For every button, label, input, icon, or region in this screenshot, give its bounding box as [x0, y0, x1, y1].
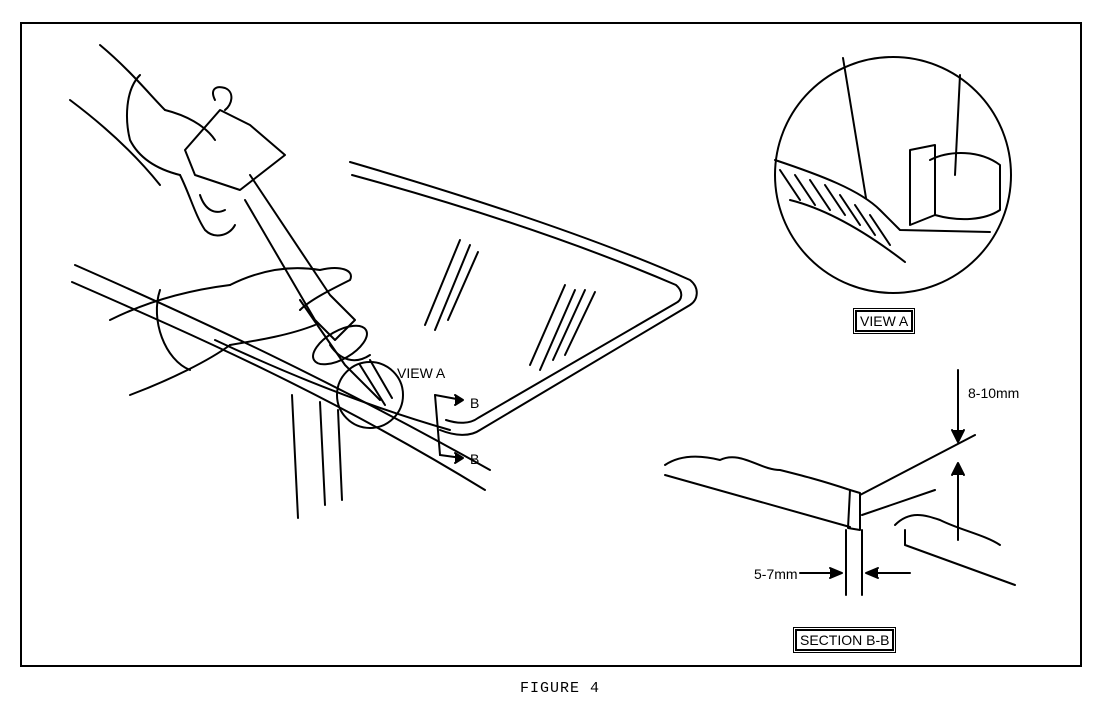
body-flange: [71, 264, 491, 519]
dimension-height-label: 8-10mm: [968, 385, 1019, 401]
figure-frame: [20, 22, 1082, 667]
view-a-title: VIEW A: [855, 310, 914, 332]
view-a-callout-label: VIEW A: [397, 365, 446, 381]
section-b-b-detail: [664, 369, 1016, 596]
view-a-detail: [774, 56, 1012, 294]
section-b-marker: [434, 394, 464, 464]
caulking-gun: [184, 86, 393, 406]
section-b-b-title: SECTION B-B: [795, 629, 895, 651]
section-b-label-top: B: [470, 395, 479, 411]
windshield-glass: [349, 161, 698, 436]
dimension-width-label: 5-7mm: [754, 566, 798, 582]
figure-caption: FIGURE 4: [519, 680, 600, 697]
view-a-callout-circle: [336, 361, 404, 429]
section-b-label-bottom: B: [470, 451, 479, 467]
lower-hand: [109, 267, 352, 396]
upper-hand: [69, 44, 236, 237]
